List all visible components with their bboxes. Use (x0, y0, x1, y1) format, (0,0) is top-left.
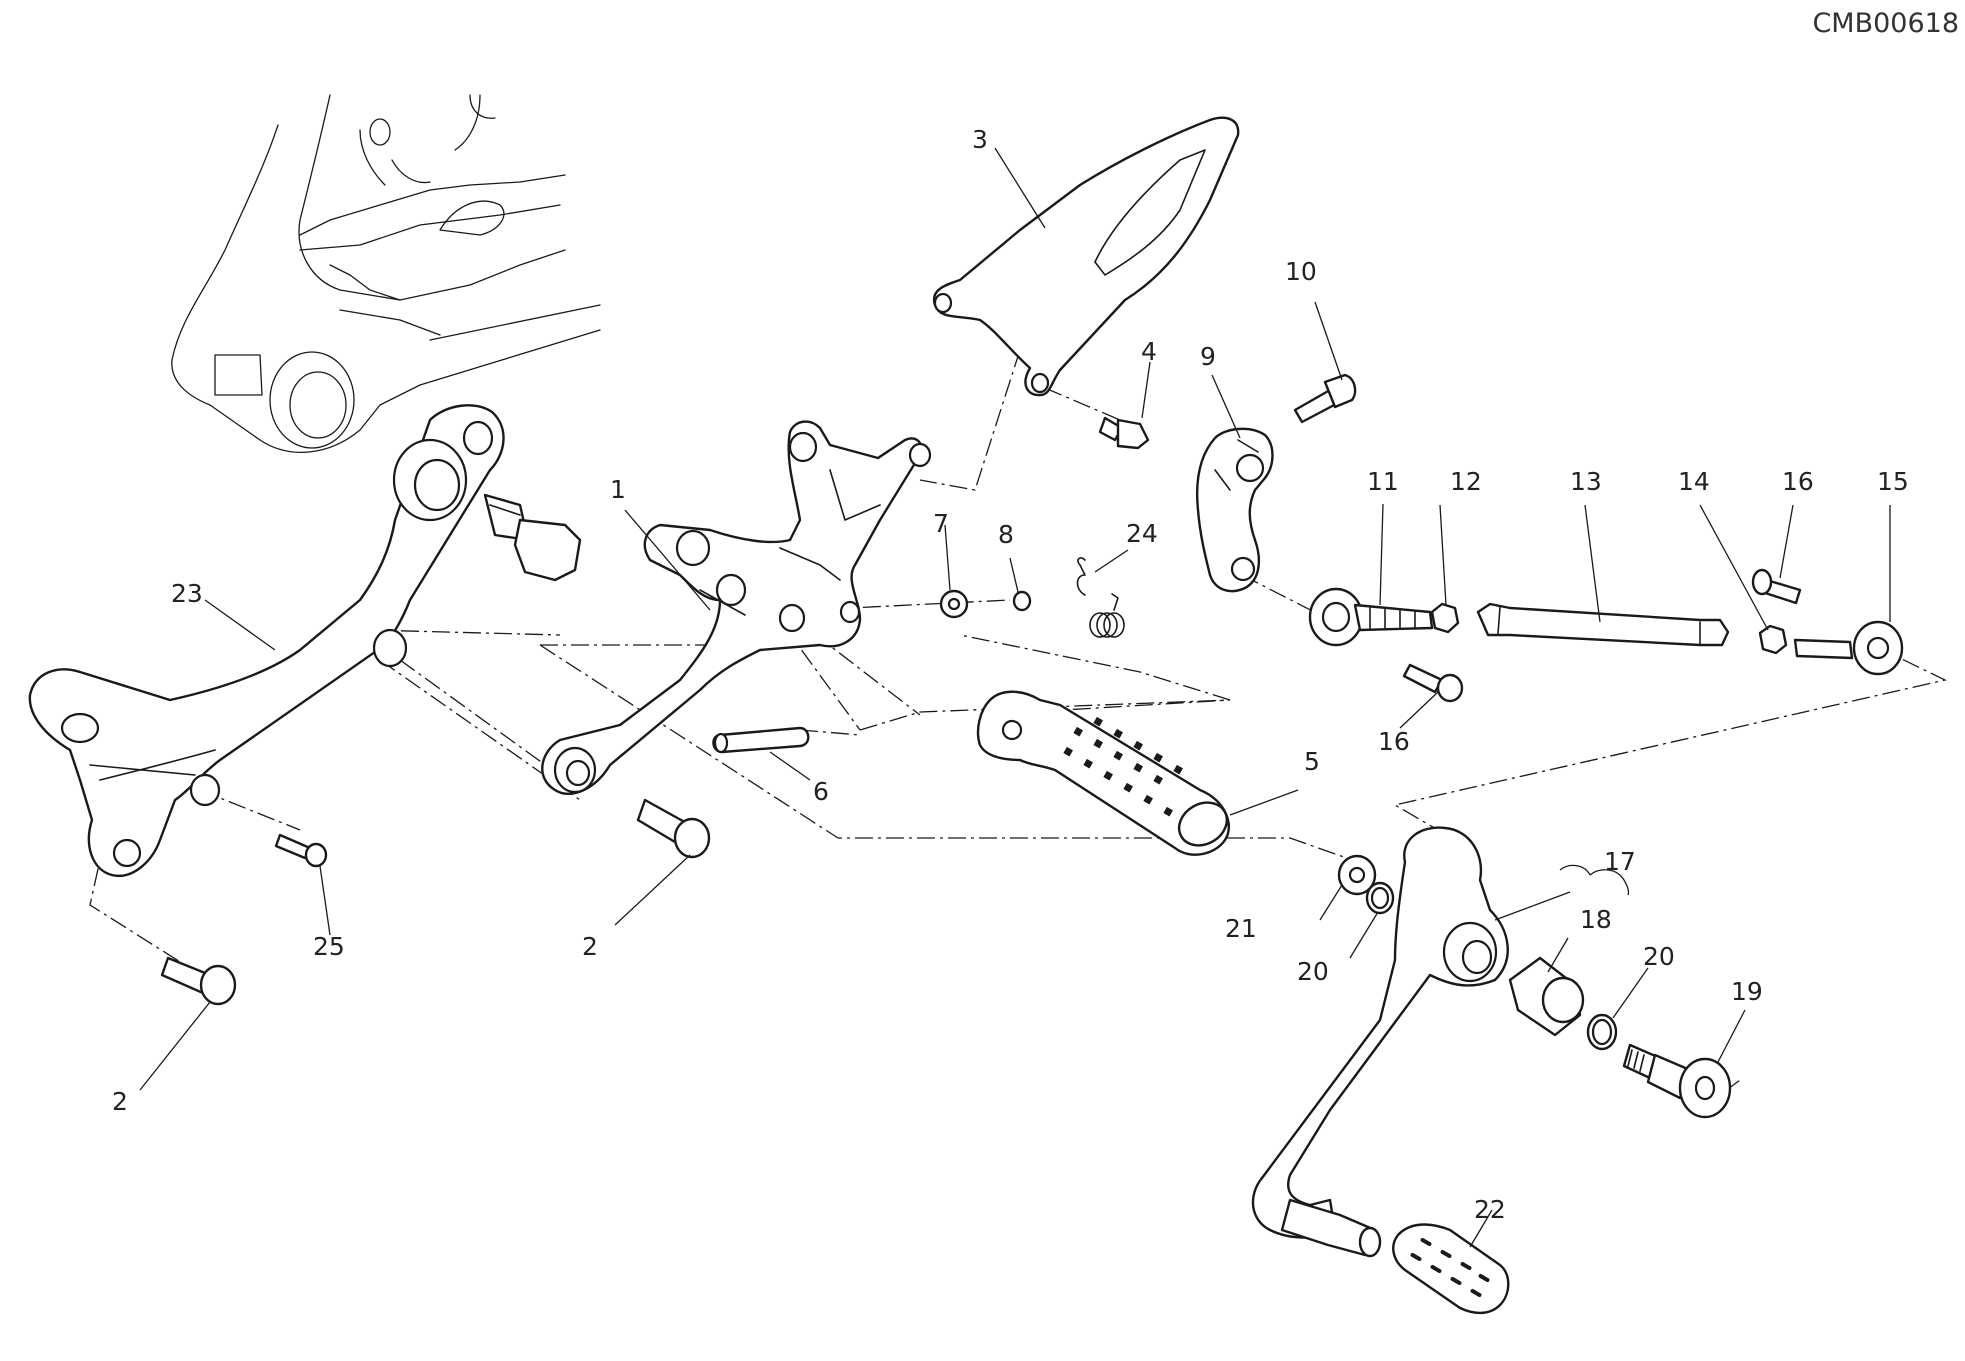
part-19-shoulder-bolt (1622, 1043, 1732, 1119)
part-21-washer (1337, 854, 1377, 896)
callout-25: 25 (313, 932, 345, 961)
callout-20-right: 20 (1643, 942, 1675, 971)
callout-20-left: 20 (1297, 957, 1329, 986)
part-20-ring-left (1365, 881, 1395, 915)
part-4-bolt (1098, 416, 1150, 450)
part-25-bolt (274, 833, 328, 868)
callout-8: 8 (998, 520, 1014, 549)
part-10-bolt (1293, 373, 1357, 424)
frame-bolt (483, 493, 582, 582)
callout-7: 7 (933, 509, 949, 538)
part-3-heel-guard (932, 116, 1240, 397)
callout-15: 15 (1877, 467, 1909, 496)
callout-1: 1 (610, 475, 626, 504)
part-5-footpeg (976, 690, 1230, 856)
callout-17: 17 (1604, 847, 1636, 876)
part-11-rod-end (1308, 587, 1434, 647)
leader-lines (139, 147, 1891, 1248)
part-7-washer (939, 589, 969, 619)
part-12-nut (1430, 602, 1460, 634)
callout-5: 5 (1304, 747, 1320, 776)
callout-18: 18 (1580, 905, 1612, 934)
callout-12: 12 (1450, 467, 1482, 496)
callout-6: 6 (813, 777, 829, 806)
part-8-clip (1012, 590, 1032, 612)
part-13-rod (1476, 602, 1730, 647)
callout-11: 11 (1367, 467, 1399, 496)
callout-19: 19 (1731, 977, 1763, 1006)
part-18-bushing (1508, 956, 1585, 1037)
callout-24: 24 (1126, 519, 1158, 548)
part-15-rod-end (1793, 620, 1904, 676)
part-20-ring-right (1586, 1013, 1618, 1051)
part-23-frame-bracket (28, 404, 505, 878)
part-9-lever-arm (1196, 427, 1274, 593)
part-6-pin (712, 726, 810, 754)
callout-3: 3 (972, 125, 988, 154)
callout-14: 14 (1678, 467, 1710, 496)
frame-section (171, 94, 601, 453)
callout-2-lower: 2 (112, 1087, 128, 1116)
callout-13: 13 (1570, 467, 1602, 496)
drawing-code: CMB00618 (1812, 8, 1959, 39)
part-1-footrest-bracket (541, 420, 932, 795)
callout-21: 21 (1225, 914, 1257, 943)
part-24-spring (1076, 557, 1125, 638)
callout-9: 9 (1200, 342, 1216, 371)
callout-16-lower: 16 (1378, 727, 1410, 756)
part-16-bolt-lower (1402, 663, 1464, 703)
part-22-shift-lever (1251, 826, 1510, 1315)
callout-10: 10 (1285, 257, 1317, 286)
callout-2-middle: 2 (582, 932, 598, 961)
callout-23: 23 (171, 579, 203, 608)
part-14-nut (1758, 624, 1788, 655)
callout-22: 22 (1474, 1195, 1506, 1224)
part-2-bolt-middle (636, 798, 711, 859)
callout-4: 4 (1141, 337, 1157, 366)
part-2-bolt-lower (160, 956, 237, 1006)
callouts: 1 2 2 3 4 5 6 7 8 9 10 11 12 13 14 15 16… (112, 125, 1909, 1224)
callout-16-upper: 16 (1782, 467, 1814, 496)
part-16-bolt-upper (1751, 568, 1802, 605)
